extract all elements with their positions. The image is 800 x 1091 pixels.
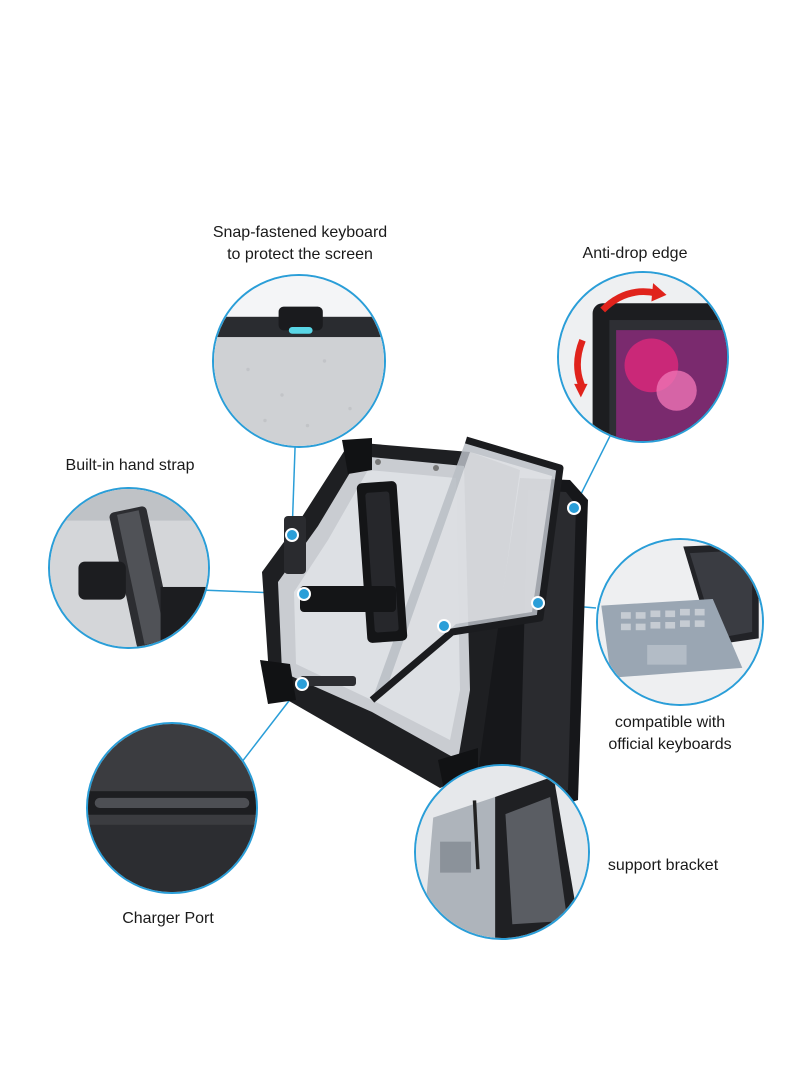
detail-circle-anti-drop — [557, 271, 729, 443]
detail-circle-hand-strap — [48, 487, 210, 649]
detail-circle-support-bracket — [414, 764, 590, 940]
detail-circle-snap-keyboard — [212, 274, 386, 448]
marker-hand-strap — [297, 587, 311, 601]
marker-anti-drop — [567, 501, 581, 515]
label-charger-port: Charger Port — [122, 910, 214, 927]
marker-snap — [285, 528, 299, 542]
marker-compat — [531, 596, 545, 610]
marker-charger — [295, 677, 309, 691]
label-support-bracket: support bracket — [607, 857, 719, 874]
label-hand-strap: Built-in hand strap — [65, 457, 195, 474]
detail-circle-keyboard — [596, 538, 764, 706]
label-anti-drop: Anti-drop edge — [582, 245, 688, 262]
red-rotate-arrow-icon — [600, 288, 658, 313]
label-snap-keyboard: Snap-fastened keyboard to protect the sc… — [212, 224, 388, 263]
label-compatible-keyboards: compatible with official keyboards — [608, 714, 732, 753]
detail-circle-charger-port — [86, 722, 258, 894]
marker-bracket — [437, 619, 451, 633]
